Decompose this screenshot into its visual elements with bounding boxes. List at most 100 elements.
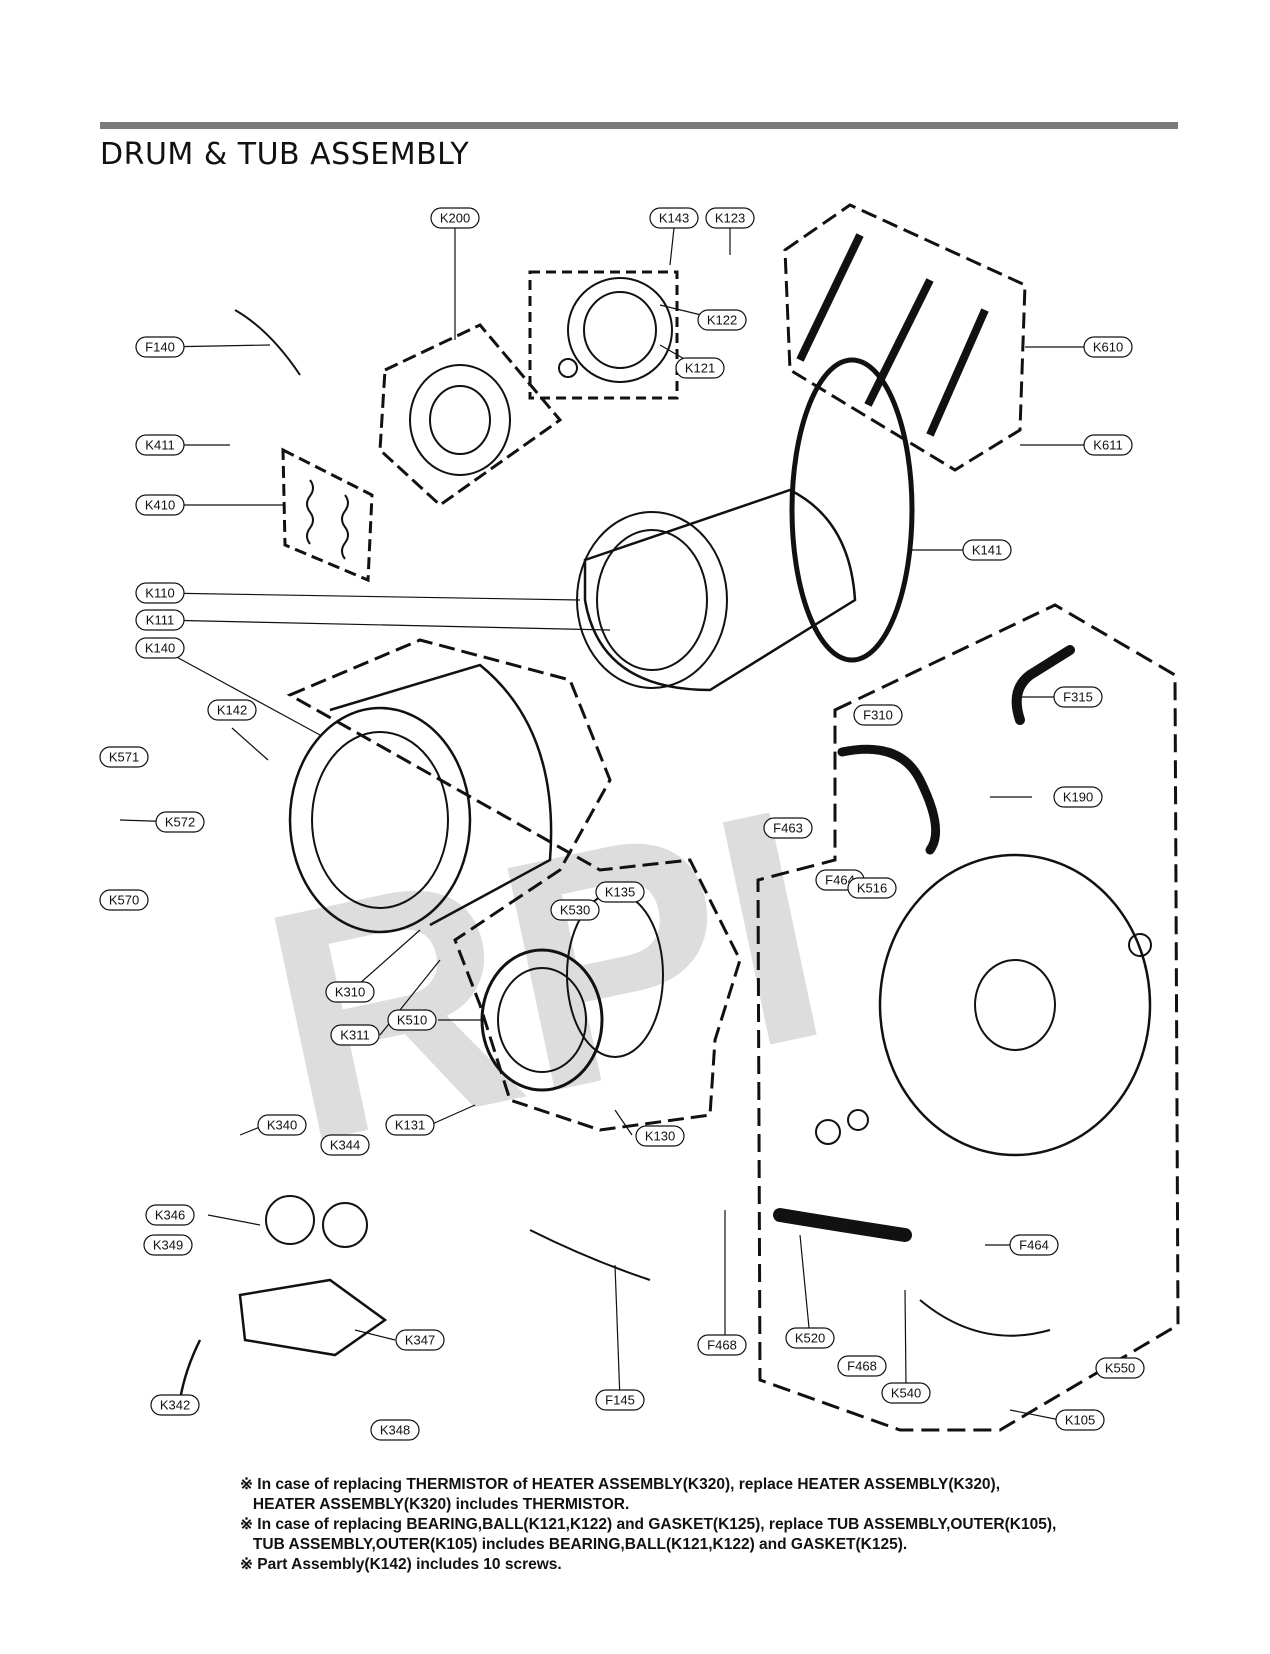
callout-k347: K347 [395, 1329, 445, 1351]
note-line: TUB ASSEMBLY,OUTER(K105) includes BEARIN… [240, 1536, 908, 1553]
svg-text:K121: K121 [685, 361, 715, 376]
gasket-ring [789, 357, 915, 663]
svg-text:K349: K349 [153, 1238, 183, 1253]
spring-group-outline [281, 447, 374, 583]
svg-text:K611: K611 [1093, 438, 1122, 453]
outer-tub-group-outline [756, 603, 1180, 1432]
svg-text:K610: K610 [1093, 340, 1123, 355]
callout-k611: K611 [1083, 434, 1133, 456]
svg-text:F468: F468 [847, 1359, 877, 1374]
svg-text:K411: K411 [145, 438, 174, 453]
front-tub-group-outline [286, 638, 742, 1132]
callout-k110: K110 [135, 582, 185, 604]
svg-text:K190: K190 [1063, 790, 1093, 805]
svg-text:K571: K571 [109, 750, 139, 765]
sensor-wire-k550 [919, 1299, 1051, 1337]
svg-text:K105: K105 [1065, 1413, 1095, 1428]
vent-hose [1011, 645, 1075, 725]
svg-text:F140: F140 [145, 340, 175, 355]
svg-text:K123: K123 [715, 211, 745, 226]
callout-k135: K135 [595, 881, 645, 903]
svg-text:K140: K140 [145, 641, 175, 656]
callout-f463: F463 [763, 817, 813, 839]
svg-text:K340: K340 [267, 1118, 297, 1133]
callout-k142: K142 [207, 699, 257, 721]
shock-absorber-3 [926, 308, 989, 437]
page-title: DRUM & TUB ASSEMBLY [100, 137, 470, 172]
stator [409, 364, 511, 476]
callout-k200: K200 [430, 207, 480, 229]
svg-text:K142: K142 [217, 703, 247, 718]
callout-k530: K530 [550, 899, 600, 921]
svg-text:K122: K122 [707, 313, 737, 328]
callout-k105: K105 [1055, 1409, 1105, 1431]
callout-k121: K121 [675, 357, 725, 379]
spring-left [306, 479, 314, 545]
callout-k340: K340 [257, 1114, 307, 1136]
callout-k349: K349 [143, 1234, 193, 1256]
svg-text:F315: F315 [1063, 690, 1093, 705]
svg-text:K348: K348 [380, 1423, 410, 1438]
svg-text:F463: F463 [773, 821, 803, 836]
shock-absorber-2 [864, 278, 934, 407]
svg-text:K520: K520 [795, 1331, 825, 1346]
callout-k540: K540 [881, 1382, 931, 1404]
svg-text:F310: F310 [863, 708, 893, 723]
rotor [567, 277, 673, 383]
svg-text:K572: K572 [165, 815, 195, 830]
callout-k141: K141 [962, 539, 1012, 561]
callout-f140: F140 [135, 336, 185, 358]
svg-text:K570: K570 [109, 893, 139, 908]
callout-k550: K550 [1095, 1357, 1145, 1379]
svg-text:K516: K516 [857, 881, 887, 896]
footnotes: ※ In case of replacing THERMISTOR of HEA… [240, 1475, 1140, 1575]
svg-text:K310: K310 [335, 985, 365, 1000]
callout-k140: K140 [135, 637, 185, 659]
callout-k190: K190 [1053, 786, 1103, 808]
drain-hose [837, 744, 941, 855]
callout-k131: K131 [385, 1114, 435, 1136]
drum [583, 488, 857, 692]
callout-k411: K411 [135, 434, 185, 456]
callout-k130: K130 [635, 1125, 685, 1147]
svg-text:K530: K530 [560, 903, 590, 918]
pump-cover-plate [238, 1278, 388, 1357]
svg-text:K110: K110 [145, 586, 174, 601]
shock-absorber-group-outline [783, 203, 1027, 472]
spring-right [341, 494, 349, 560]
callout-f145: F145 [595, 1389, 645, 1411]
svg-text:F464: F464 [1019, 1238, 1049, 1253]
svg-text:K510: K510 [397, 1013, 427, 1028]
svg-text:K342: K342 [160, 1398, 190, 1413]
svg-text:K111: K111 [146, 613, 174, 628]
callout-k311: K311 [330, 1024, 380, 1046]
tub-front [288, 706, 472, 934]
wire-harness-f140 [234, 309, 301, 376]
header-rule [100, 122, 1178, 129]
svg-text:K143: K143 [659, 211, 689, 226]
callout-k570: K570 [99, 889, 149, 911]
callout-k516: K516 [847, 877, 897, 899]
svg-text:K346: K346 [155, 1208, 185, 1223]
callout-k610: K610 [1083, 336, 1133, 358]
thermistor-wire-k342 [178, 1339, 202, 1401]
svg-text:K344: K344 [330, 1138, 360, 1153]
stator-group-outline [378, 323, 563, 507]
callout-f464: F464 [1009, 1234, 1059, 1256]
svg-text:K550: K550 [1105, 1361, 1135, 1376]
callout-f310: F310 [853, 704, 903, 726]
svg-text:K410: K410 [145, 498, 175, 513]
svg-text:K200: K200 [440, 211, 470, 226]
callout-k572: K572 [155, 811, 205, 833]
svg-text:F468: F468 [707, 1338, 737, 1353]
svg-text:K131: K131 [395, 1118, 425, 1133]
svg-text:K540: K540 [891, 1386, 921, 1401]
pump-body [265, 1195, 315, 1245]
svg-text:K311: K311 [340, 1028, 369, 1043]
callout-k520: K520 [785, 1327, 835, 1349]
callout-k123: K123 [705, 207, 755, 229]
svg-text:K130: K130 [645, 1129, 675, 1144]
outlet-hose [773, 1208, 912, 1242]
callout-k510: K510 [387, 1009, 437, 1031]
